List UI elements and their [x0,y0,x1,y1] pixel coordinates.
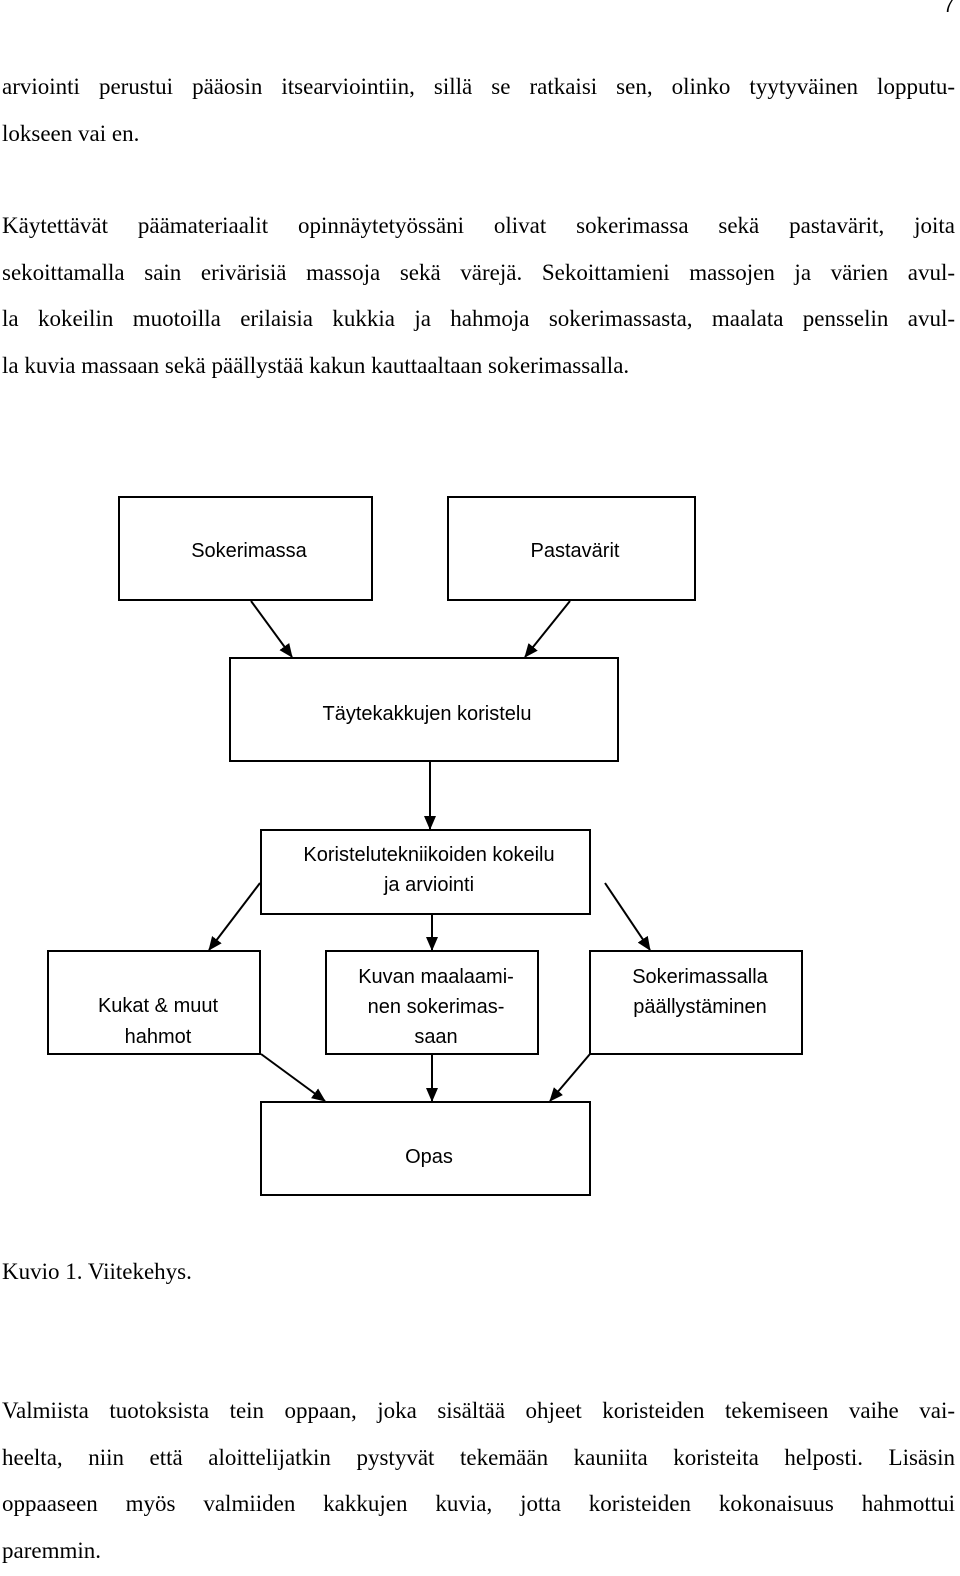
text-line: heelta, niin että aloittelijatkin pystyv… [2,1444,955,1470]
label-koristelutekniikat-2: ja arviointi [383,874,474,896]
figure-caption: Kuvio 1. Viitekehys. [2,1259,192,1284]
text-line: arviointi perustui pääosin itsearviointi… [2,74,955,99]
text-line: la kokeilin muotoilla erilaisia kukkia j… [2,306,955,331]
paragraph-materials: Käytettävät päämateriaalit opinnäytetyös… [2,203,955,389]
paragraph-intro: arviointi perustui pääosin itsearviointi… [2,64,955,157]
framework-diagram: Sokerimassa Pastavärit Täytekakkujen kor… [47,496,803,1196]
label-maalaaminen-3: saan [414,1026,457,1048]
text-line: Valmiista tuotoksista tein oppaan, joka … [2,1398,955,1423]
paragraph-guide: Valmiista tuotoksista tein oppaan, joka … [2,1388,955,1574]
box-kukat-hahmot [47,950,261,1055]
text-line: la kuvia massaan sekä päällystää kakun k… [2,352,630,378]
text-line: paremmin. [2,1537,101,1563]
box-kuvan-maalaaminen [325,950,539,1055]
label-opas: Opas [405,1146,453,1168]
text-line: oppaaseen myös valmiiden kakkujen kuvia,… [2,1491,955,1516]
label-maalaaminen-2: nen sokerimas- [368,996,505,1018]
label-sokerimassa: Sokerimassa [191,540,307,562]
box-paallystaminen [589,950,803,1055]
box-opas [260,1101,591,1196]
text-line: sekoittamalla sain erivärisiä massoja se… [2,259,955,285]
label-paallystaminen-1: Sokerimassalla [632,966,768,988]
arrow-tekniikat-to-paallystaminen [604,882,651,951]
arrow-paallystaminen-to-opas [549,1053,591,1102]
arrow-pastavarit-to-koristelu [524,600,571,658]
arrow-kukat-to-opas [260,1053,326,1102]
label-kukat-1: Kukat & muut [98,995,219,1017]
box-pastavarit [447,496,696,601]
box-sokerimassa [118,496,373,601]
label-maalaaminen-1: Kuvan maalaami- [358,966,514,988]
text-line: lokseen vai en. [2,120,140,146]
arrow-tekniikat-to-kukat [208,882,261,951]
box-koristelutekniikat [260,829,591,915]
label-pastavarit: Pastavärit [531,540,620,562]
label-taytekakkujen-koristelu: Täytekakkujen koristelu [323,703,532,725]
text-line: Käytettävät päämateriaalit opinnäytetyös… [2,213,955,238]
box-taytekakkujen-koristelu [229,657,619,762]
arrow-sokerimassa-to-koristelu [250,600,293,658]
label-paallystaminen-2: päällystäminen [633,996,766,1018]
label-kukat-2: hahmot [125,1026,192,1048]
page-number: 7 [943,0,954,17]
label-koristelutekniikat-1: Koristelutekniikoiden kokeilu [303,844,554,866]
